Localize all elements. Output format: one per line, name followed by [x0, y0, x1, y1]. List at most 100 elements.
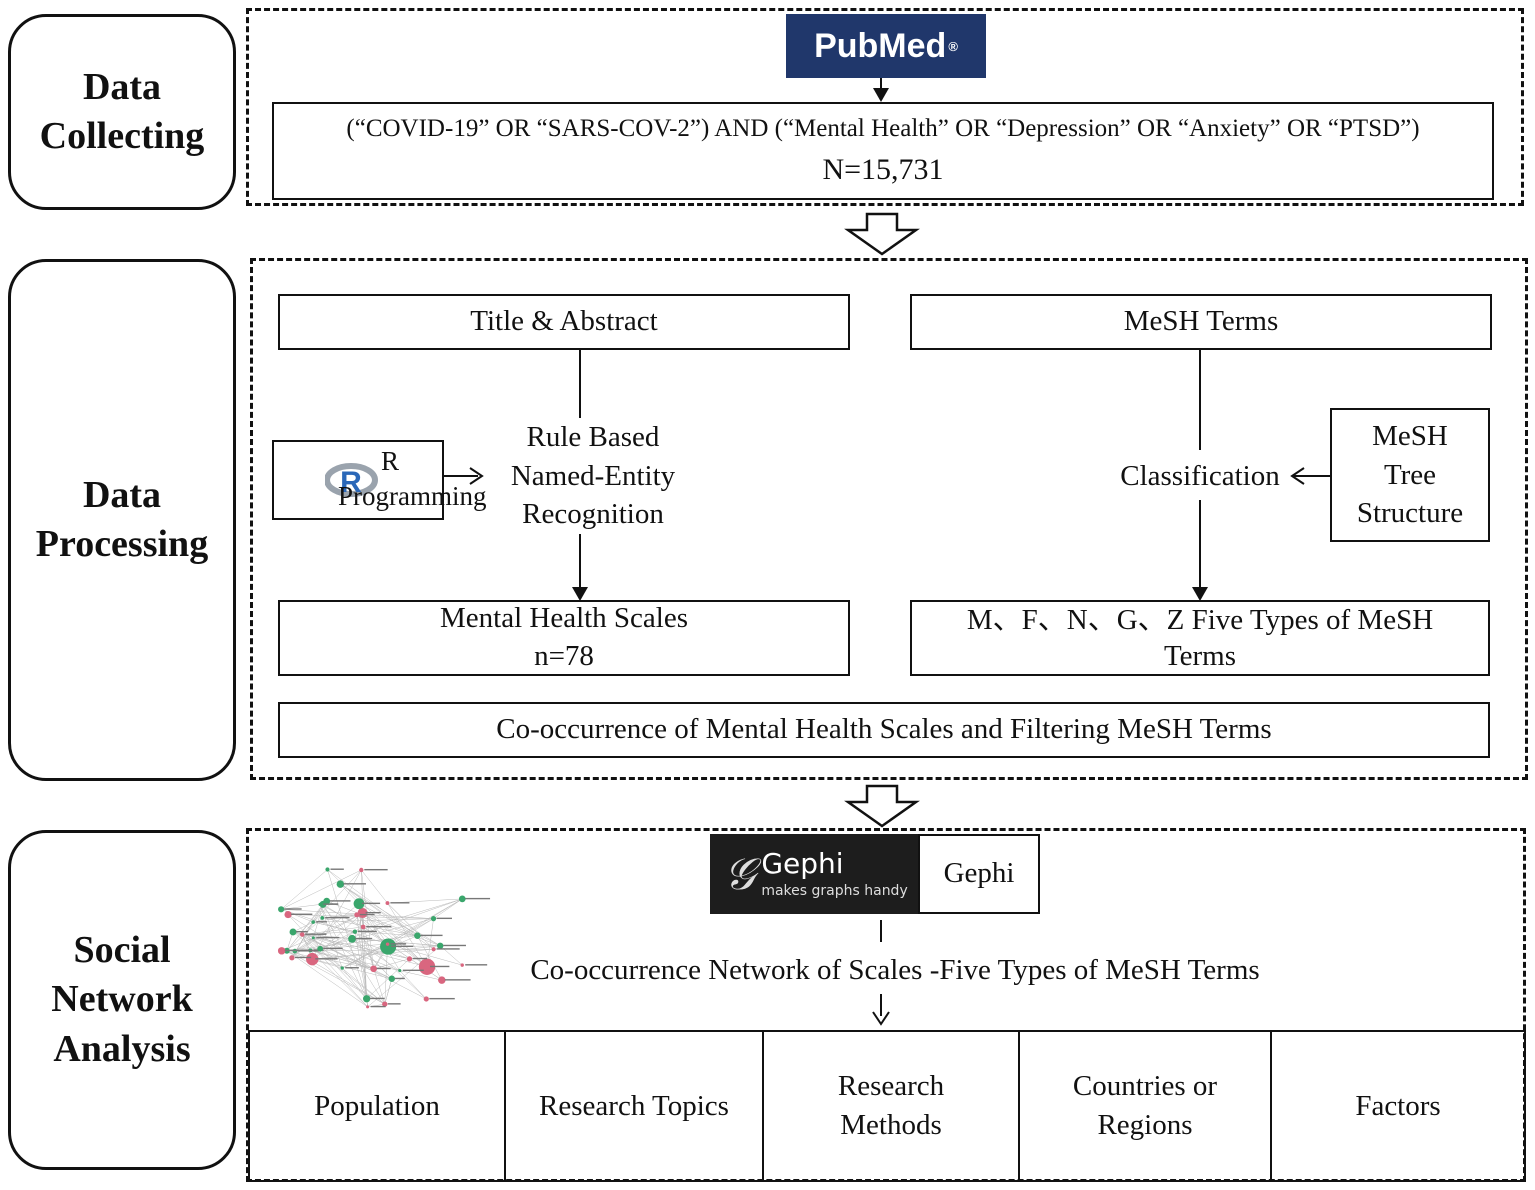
network-edge: [280, 869, 328, 910]
network-edge: [327, 869, 367, 999]
network-edge: [358, 903, 368, 1007]
arrow-head-icon: [1192, 587, 1208, 601]
network-graph-thumbnail: [277, 867, 491, 1009]
collecting-panel: [246, 8, 1524, 206]
mental-health-scales-box: Mental Health Scales n=78: [278, 600, 850, 676]
network-edge: [281, 869, 362, 910]
network-node: [431, 947, 436, 952]
network-node-label-mark: [357, 930, 377, 933]
network-edge: [310, 950, 374, 970]
network-node-label-mark: [366, 925, 392, 928]
network-node-label-mark: [430, 965, 450, 968]
network-edge: [302, 934, 385, 1005]
network-node-label-mark: [394, 977, 405, 980]
network-edge: [342, 967, 367, 999]
arrow-r-to-ner: [444, 475, 478, 477]
network-node: [323, 897, 331, 905]
r-logo-letter: R: [340, 466, 362, 498]
network-node: [363, 995, 371, 1003]
arrow-tree-to-classification: [1294, 475, 1330, 477]
r-programming-box: R R Programming: [272, 440, 487, 520]
network-edge: [294, 912, 363, 952]
network-edge: [358, 903, 441, 946]
network-node: [438, 976, 446, 984]
stage-data-processing: Data Processing: [8, 259, 236, 781]
network-node-label-mark: [323, 947, 343, 950]
network-node-label-mark: [465, 964, 488, 966]
network-node: [414, 932, 421, 939]
network-node-label-mark: [436, 917, 452, 920]
network-node-label-mark: [359, 913, 375, 916]
stage-data-collecting-label: Data Collecting: [39, 65, 205, 157]
network-node-label-mark: [444, 979, 471, 981]
network-edge: [387, 943, 463, 966]
network-node: [388, 975, 396, 982]
network-node: [306, 952, 319, 966]
network-node: [357, 907, 368, 918]
rule-ner-label: Rule Based Named-Entity Recognition: [510, 421, 676, 531]
category-countries-regions: Countries or Regions: [1020, 1032, 1272, 1180]
network-edge: [361, 869, 367, 999]
hollow-down-arrow-1: [844, 212, 920, 256]
network-edge: [313, 921, 355, 932]
line-mesh-to-classification: [1199, 350, 1201, 450]
record-count: N=15,731: [822, 152, 944, 186]
five-types-mesh-box: M、F、N、G、Z Five Types of MeSH Terms: [910, 600, 1490, 676]
network-node-label-mark: [369, 997, 385, 1000]
network-node-label-mark: [330, 868, 344, 870]
network-node-label-mark: [370, 1005, 386, 1008]
classification-label: Classification: [1120, 459, 1280, 492]
network-node-label-mark: [325, 916, 350, 919]
network-node: [430, 916, 437, 922]
network-node-label-mark: [284, 908, 302, 910]
network-edge: [361, 869, 388, 904]
network-node: [437, 942, 444, 949]
network-edge: [367, 1003, 385, 1008]
network-node-label-mark: [429, 997, 455, 1000]
network-node-label-mark: [412, 957, 428, 960]
title-abstract-label: Title & Abstract: [470, 305, 658, 338]
category-row: Population Research Topics Research Meth…: [248, 1030, 1526, 1182]
gephi-g-icon: 𝒢: [724, 848, 756, 900]
gephi-logo: 𝒢 Gephi makes graphs handy: [710, 834, 920, 914]
network-node: [385, 942, 390, 946]
network-node: [398, 969, 402, 973]
network-node: [353, 898, 365, 910]
network-edge: [313, 937, 400, 971]
network-edge: [356, 914, 386, 1005]
network-node: [360, 924, 366, 930]
stage-social-network-analysis: Social Network Analysis: [8, 830, 236, 1170]
network-edge: [312, 945, 441, 960]
network-edge: [291, 903, 360, 958]
network-node: [354, 912, 360, 918]
network-node-label-mark: [443, 944, 466, 947]
line-gephi-down: [880, 920, 882, 942]
five-types-mesh-label: M、F、N、G、Z Five Types of MeSH Terms: [966, 603, 1434, 672]
network-edge: [388, 918, 434, 947]
network-node-label-mark: [402, 969, 424, 972]
network-edge: [319, 904, 343, 969]
arrow-head-down-icon: [872, 1011, 890, 1026]
cooccurrence-filtering-box: Co-occurrence of Mental Health Scales an…: [278, 702, 1490, 758]
network-node-label-mark: [329, 900, 351, 902]
network-node-label-mark: [465, 897, 491, 900]
network-edge: [433, 898, 463, 919]
network-edge: [302, 934, 353, 940]
arrow-pubmed-query: [880, 78, 882, 90]
network-node: [299, 932, 305, 937]
category-research-methods: Research Methods: [764, 1032, 1020, 1180]
mesh-tree-structure-label: MeSH Tree Structure: [1356, 420, 1464, 530]
stage-sna-label: Social Network Analysis: [51, 928, 193, 1070]
mesh-tree-structure-box: MeSH Tree Structure: [1330, 408, 1490, 542]
network-edge: [387, 902, 434, 950]
network-edge: [286, 950, 368, 1008]
network-node-label-mark: [365, 911, 381, 914]
network-edge: [354, 931, 427, 1000]
network-edge: [327, 869, 418, 936]
network-node: [311, 936, 315, 940]
network-edge: [327, 869, 428, 967]
line-ner-to-scales: [579, 534, 581, 588]
arrow-head-right-icon: [469, 467, 484, 485]
network-edge: [313, 918, 434, 923]
gephi-label-box: Gephi: [918, 834, 1040, 914]
